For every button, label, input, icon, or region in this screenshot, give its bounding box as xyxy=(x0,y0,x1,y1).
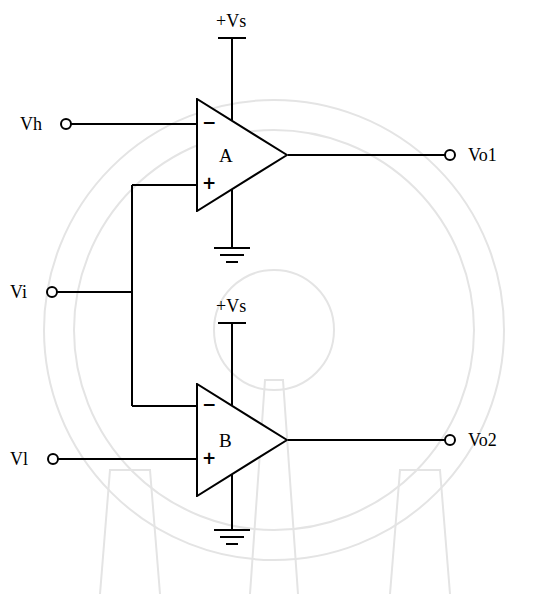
signal-name: Vl xyxy=(10,450,28,468)
input-terminal xyxy=(61,119,71,129)
output-terminal xyxy=(445,150,455,160)
input-terminal xyxy=(47,287,57,297)
input-wire xyxy=(132,405,196,407)
signal-name: Vi xyxy=(10,283,27,301)
input-polarity: − xyxy=(202,114,216,131)
op-amp-name: A xyxy=(219,146,233,165)
signal-name: Vh xyxy=(20,115,42,133)
ground-wire xyxy=(231,186,233,248)
supply-wire xyxy=(231,38,233,120)
input-wire xyxy=(132,184,196,186)
signal-name: +Vs xyxy=(216,12,246,30)
output-wire xyxy=(288,154,445,156)
input-polarity: + xyxy=(202,175,216,192)
input-wire xyxy=(58,458,196,460)
input-terminal xyxy=(48,454,58,464)
output-wire xyxy=(288,439,445,441)
ground-wire xyxy=(231,471,233,530)
ground-symbol xyxy=(214,248,250,262)
watermark-seal xyxy=(44,100,504,594)
ground-symbol xyxy=(214,530,250,544)
signal-name: +Vs xyxy=(216,297,246,315)
signal-name: Vo1 xyxy=(468,146,497,164)
input-polarity: + xyxy=(202,450,216,467)
input-wire xyxy=(71,123,196,125)
output-terminal xyxy=(445,435,455,445)
input-polarity: − xyxy=(202,396,216,413)
op-amp-name: B xyxy=(219,431,232,450)
supply-wire xyxy=(231,323,233,405)
signal-name: Vo2 xyxy=(468,431,497,449)
input-wire xyxy=(131,185,133,406)
input-wire xyxy=(57,291,132,293)
